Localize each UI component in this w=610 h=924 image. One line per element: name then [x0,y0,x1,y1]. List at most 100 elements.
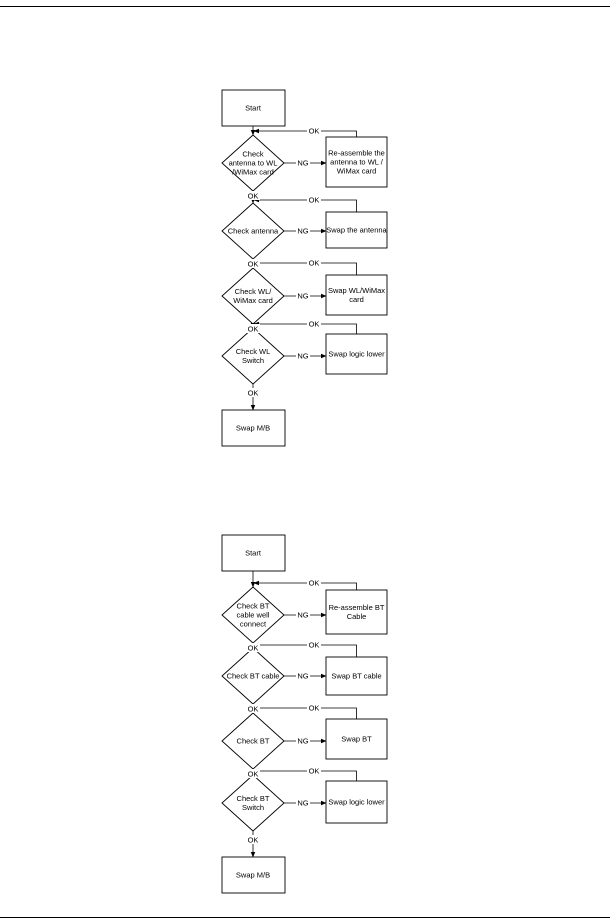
ok-label: OK [248,389,259,398]
page-header-rule [0,6,610,7]
action-label-line: Swap BT [341,735,372,744]
ok-return-arrow [253,642,357,657]
ok-label-bg [307,258,321,267]
action-label: Swap BT cable [331,672,381,681]
check-label: Check antenna [228,227,279,236]
check-label-line: Check BT [237,737,270,746]
ok-label: OK [248,770,259,779]
ok-label-bg [246,191,260,200]
ok-return-arrow [253,768,357,781]
check-label-line: Check WL [236,347,271,356]
ok-label-bg [307,703,321,712]
check-label-line: Check BT cable [227,672,280,681]
end-node [221,409,286,447]
check-label-line: Check WL/ [235,287,273,296]
ng-label-bg [296,158,310,167]
ok-label: OK [248,260,259,269]
action-label: Swap BT [341,735,372,744]
ok-label: OK [309,196,320,205]
check-label-line: WiMax card [233,296,273,305]
action-node [325,780,388,824]
check-label-line: /WiMax card [232,168,274,177]
check-label-line: connect [240,620,267,629]
check-label-line: Switch [242,356,264,365]
action-label: Swap logic lower [328,350,385,359]
action-label-line: Swap WL/WiMax [328,286,385,295]
action-label: Swap the antenna [326,226,387,235]
check-label-line: antenna to WL [229,159,278,168]
ok-label: OK [309,579,320,588]
ng-label-bg [296,671,310,680]
ok-label-bg [246,704,260,713]
ng-label-bg [296,798,310,807]
action-label-line: Swap logic lower [328,350,385,359]
start-label: Start [245,104,262,113]
ok-return-arrow [253,580,357,590]
action-label-line: Re-assemble BT [329,603,385,612]
check-label: Check BT cable [227,672,280,681]
ng-label: NG [297,611,308,620]
check-label-line: Check BT [237,794,270,803]
action-label: Swap logic lower [328,798,385,807]
ok-return-arrow [253,128,357,137]
check-label-line: Switch [242,803,264,812]
check-label-line: cable well [237,611,270,620]
check-label-line: Check antenna [228,227,279,236]
ok-label-bg [246,835,260,844]
ok-label: OK [309,641,320,650]
ok-label: OK [309,767,320,776]
check-label-line: Check [242,150,264,159]
ok-label: OK [248,705,259,714]
ok-label-bg [307,319,321,328]
ng-label: NG [297,292,308,301]
check-label: Check WL/WiMax card [233,287,273,305]
end-label: Swap M/B [236,424,270,433]
end-label: Swap M/B [236,871,270,880]
check-label: Check BT [237,737,270,746]
action-label-line: Swap logic lower [328,798,385,807]
ng-label-bg [296,226,310,235]
page-footer-rule [0,917,610,918]
ok-label-bg [307,126,321,135]
ok-label: OK [248,325,259,334]
start-node [221,534,286,572]
ok-label-bg [246,388,260,397]
ng-label-bg [296,610,310,619]
ok-label: OK [309,320,320,329]
ok-return-arrow [253,260,357,275]
ok-label-bg [246,259,260,268]
ok-label: OK [309,259,320,268]
ok-return-arrow [253,321,357,334]
ng-label-bg [296,351,310,360]
ok-label: OK [248,192,259,201]
ok-return-arrow [253,197,357,212]
ok-return-arrow [253,705,357,719]
ok-label-bg [246,324,260,333]
action-node [325,274,388,316]
action-node [325,589,388,635]
ng-label-bg [296,291,310,300]
ok-label-bg [307,640,321,649]
start-label: Start [245,549,262,558]
action-label-line: Re-assemble the [328,149,385,158]
ng-label: NG [297,799,308,808]
ng-label: NG [297,227,308,236]
end-node [221,856,286,894]
ok-label: OK [248,644,259,653]
ok-label: OK [248,836,259,845]
action-label-line: card [349,295,364,304]
action-label-line: antenna to WL / [330,158,384,167]
ng-label: NG [297,159,308,168]
ng-label: NG [297,672,308,681]
ng-label: NG [297,352,308,361]
